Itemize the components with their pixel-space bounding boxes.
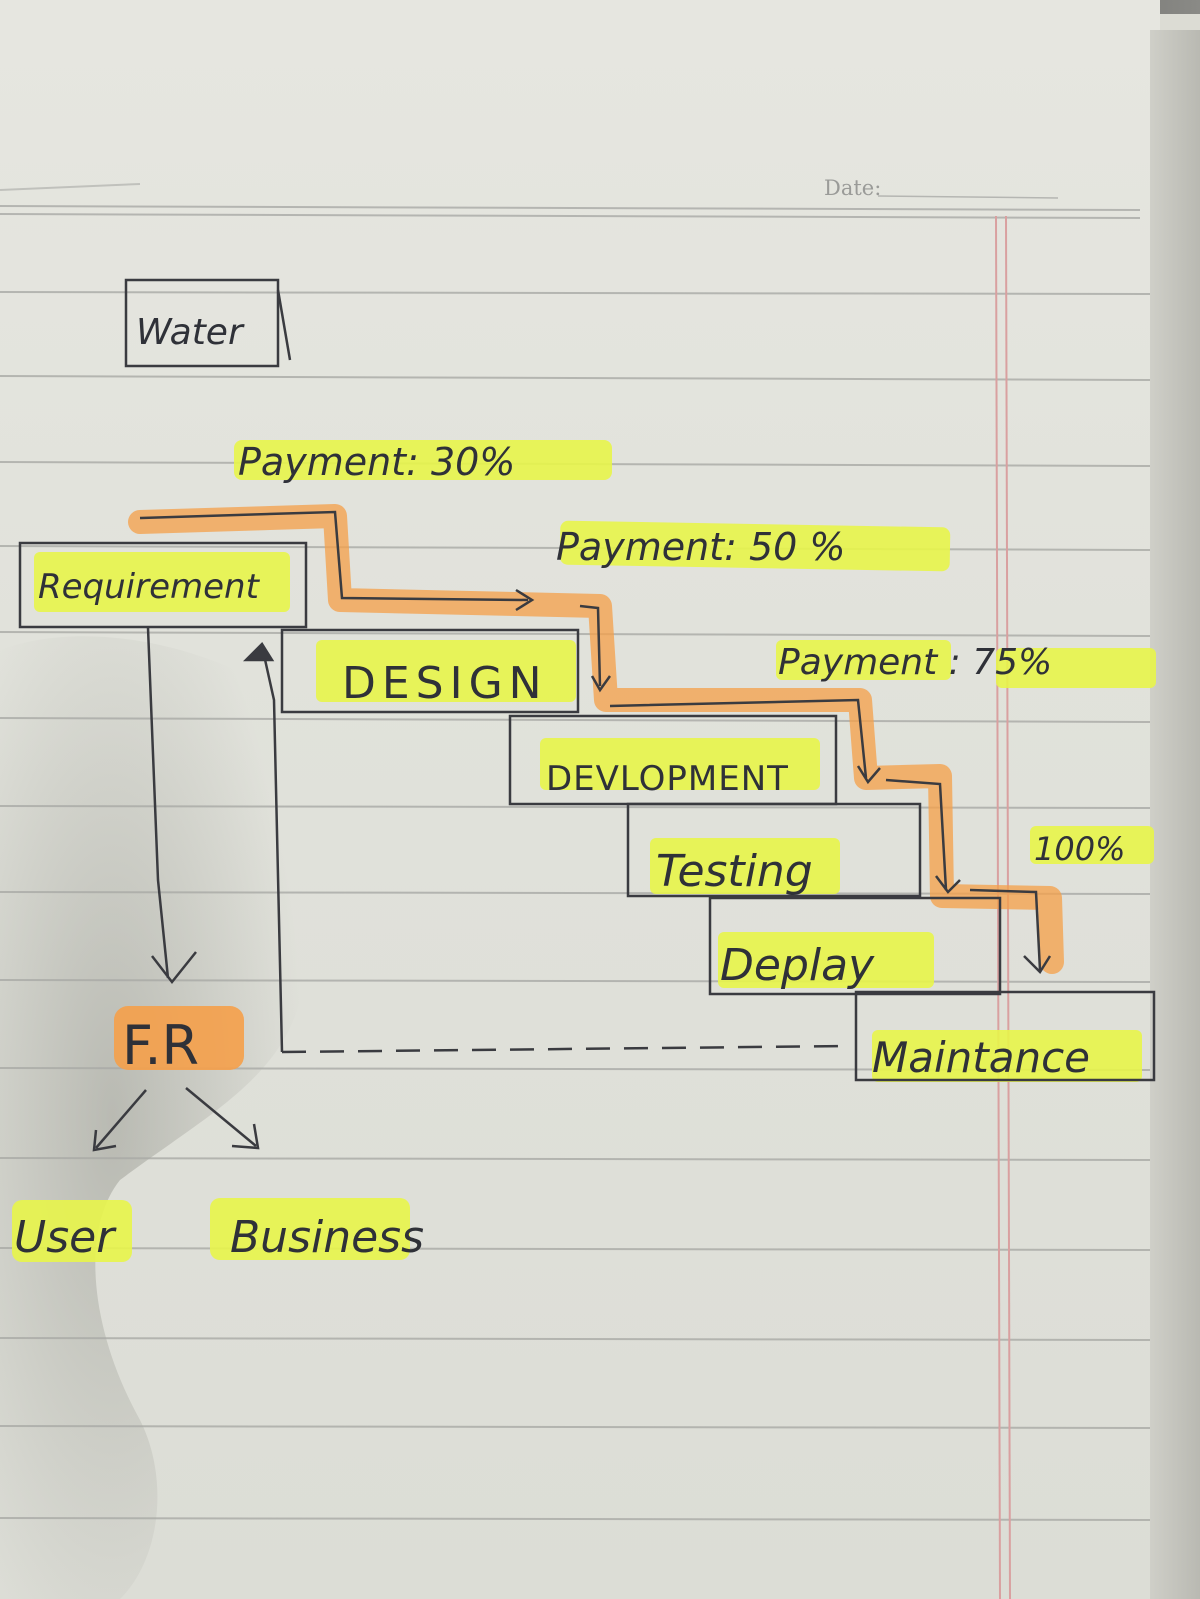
flow-arrows [92, 510, 1052, 1152]
arrowhead-maint [1023, 955, 1052, 974]
stage-boxes [18, 278, 1156, 1082]
arrow-req-design [139, 510, 529, 602]
branch-business-head [231, 1123, 260, 1150]
arrow-deploy-maint [969, 888, 1042, 971]
highlight-development [540, 738, 820, 790]
highlights [12, 440, 1156, 1262]
fr-user: User [14, 1212, 117, 1263]
highlight-fr [114, 1006, 244, 1070]
payment-100: 100% [1034, 830, 1125, 868]
highlight-payment-50 [559, 520, 951, 572]
testing-box [626, 802, 922, 898]
flow-highlight [128, 504, 1064, 974]
arrow-test-deploy [885, 778, 948, 891]
branch-user-head [92, 1129, 117, 1152]
fr-label: F.R [122, 1014, 199, 1077]
highlight-user [12, 1200, 132, 1262]
maintance-box [854, 990, 1156, 1082]
design-box [280, 628, 580, 714]
arrowhead-deploy [935, 875, 961, 894]
highlight-100 [1030, 826, 1154, 864]
feedback-line [281, 1044, 851, 1054]
highlight-testing [650, 838, 840, 894]
stage-deploy: Deplay [720, 940, 875, 991]
page-edge [1150, 30, 1200, 1599]
highlight-business [210, 1198, 410, 1260]
stage-requirement: Requirement [38, 567, 261, 607]
highlight-design [316, 640, 576, 702]
highlight-payment-30 [234, 440, 612, 480]
arrow-req-fr [146, 627, 170, 979]
branch-business [185, 1087, 257, 1147]
arrowhead-fr [151, 951, 197, 985]
payment-75: Payment : 75% [778, 642, 1052, 683]
stage-maintance: Maintance [872, 1033, 1090, 1082]
highlight-payment-75 [776, 640, 951, 680]
title-box [124, 278, 280, 368]
highlight-payment-75b [996, 648, 1156, 688]
title-box-shadow [276, 289, 292, 361]
fr-business: Business [230, 1212, 424, 1263]
feedback-up [260, 645, 284, 1053]
stage-development: DEVLOPMENT [546, 759, 789, 799]
highlight-maintance [872, 1030, 1142, 1082]
date-label: Date: [824, 176, 882, 200]
payment-50: Payment: 50 % [556, 525, 846, 569]
feedback-arrowhead [242, 642, 275, 662]
requirement-box [18, 541, 308, 629]
stage-testing: Testing [656, 846, 813, 897]
diagram-title: Water [136, 312, 245, 353]
arrowhead-design [515, 588, 535, 612]
highlight-deploy [718, 932, 934, 988]
payment-30: Payment: 30% [238, 440, 515, 484]
arrowhead-test [856, 765, 881, 785]
arrowhead-dev [590, 675, 612, 693]
highlight-requirement [34, 552, 290, 612]
stage-design: DESIGN [342, 658, 548, 709]
branch-user [95, 1089, 147, 1149]
arrow-dev-test [609, 698, 868, 779]
arrow-design-dev [579, 604, 602, 687]
